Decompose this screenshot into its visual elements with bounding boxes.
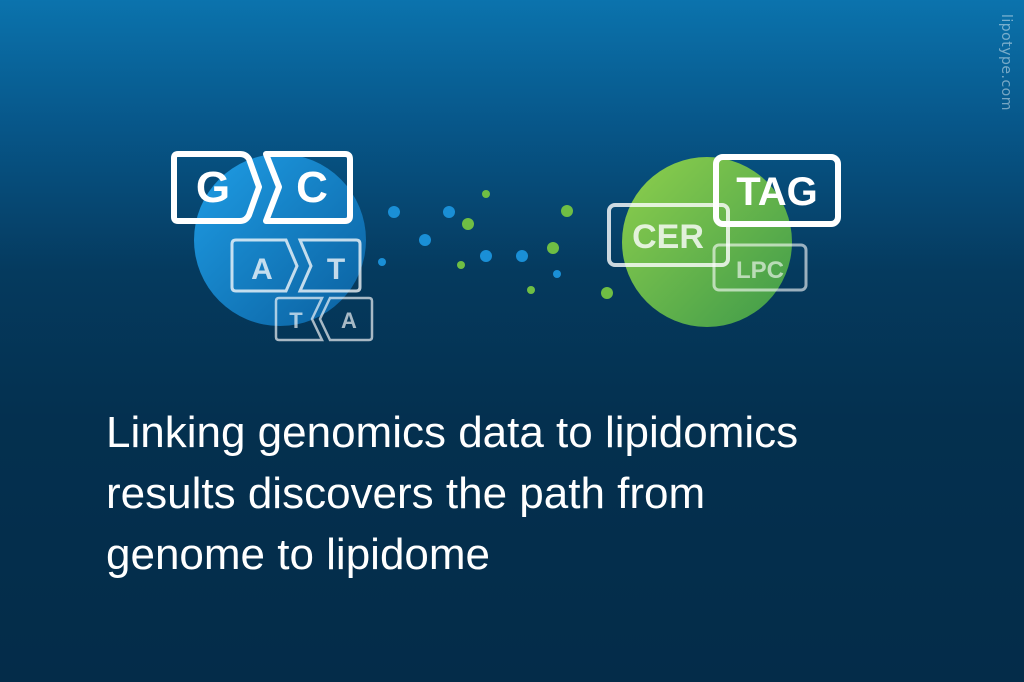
nucleotide-g-label: G <box>196 163 230 212</box>
brand-url: lipotype.com <box>998 14 1014 111</box>
nucleotide-t-small-tag: T <box>274 296 324 342</box>
lipidomics-graphic: CER LPC TAG <box>607 154 841 327</box>
headline-line-2: results discovers the path from <box>106 469 706 518</box>
dot <box>516 250 528 262</box>
lipid-circle <box>622 157 792 327</box>
lipid-tag-label: TAG <box>736 170 817 214</box>
nucleotide-t-small-label: T <box>289 308 303 333</box>
dot <box>462 218 474 230</box>
connector-dots <box>378 190 613 299</box>
headline: Linking genomics data to lipidomics resu… <box>106 402 906 585</box>
lipid-cer-label: CER <box>632 218 704 256</box>
lipid-tag-cer: CER <box>607 203 730 267</box>
headline-line-3: genome to lipidome <box>106 530 491 579</box>
dot <box>561 205 573 217</box>
nucleotide-c-tag: C <box>263 151 353 224</box>
nucleotide-a-label: A <box>251 253 273 286</box>
dot <box>378 258 386 266</box>
nucleotide-g-tag: G <box>171 151 262 224</box>
lipid-tag-lpc: LPC <box>712 243 808 292</box>
dot <box>553 270 561 278</box>
dot <box>480 250 492 262</box>
dot <box>547 242 559 254</box>
nucleotide-a-small-tag: A <box>318 296 374 342</box>
headline-line-1: Linking genomics data to lipidomics <box>106 408 799 457</box>
nucleotide-c-label: C <box>296 163 328 212</box>
nucleotide-t-label: T <box>327 253 345 286</box>
dot <box>388 206 400 218</box>
genomics-graphic: G C A T T A <box>171 151 374 342</box>
dot <box>419 234 431 246</box>
dot <box>601 287 613 299</box>
dot <box>527 286 535 294</box>
dot <box>443 206 455 218</box>
dot <box>482 190 490 198</box>
dot <box>457 261 465 269</box>
nucleotide-a-small-label: A <box>341 308 357 333</box>
nucleotide-a-tag: A <box>230 238 299 293</box>
lipid-lpc-label: LPC <box>736 257 784 284</box>
lipid-tag-tag: TAG <box>713 154 841 227</box>
nucleotide-t-tag: T <box>297 238 362 293</box>
